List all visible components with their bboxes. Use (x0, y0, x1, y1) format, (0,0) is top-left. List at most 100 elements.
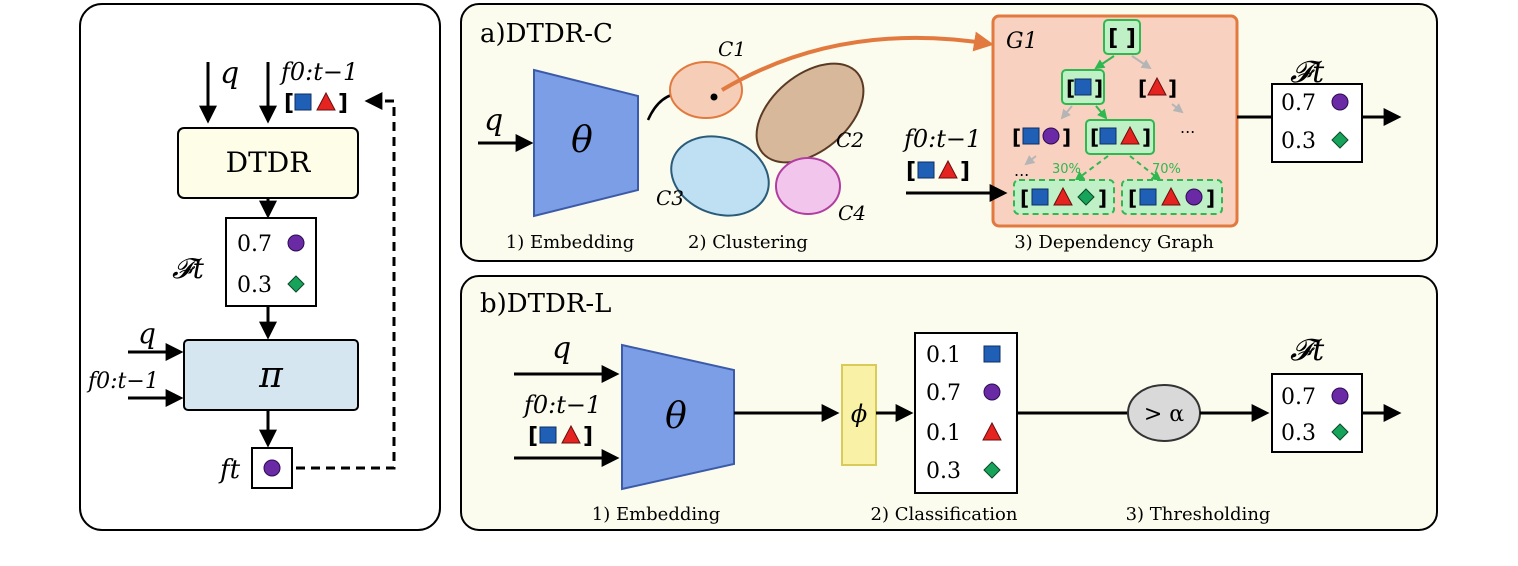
edge-70 (1129, 155, 1162, 182)
graph-label: G1 (1006, 29, 1038, 54)
left-f-history-icons: [ ] (284, 91, 348, 116)
cluster-c4 (775, 157, 841, 215)
cluster-c2 (755, 62, 865, 164)
circle-icon (1331, 93, 1349, 111)
left-q-label: q (220, 56, 239, 91)
circle-icon (287, 234, 305, 252)
graph-node-bracket: [ (1128, 186, 1137, 210)
circle-icon (1042, 127, 1060, 145)
phi-box (841, 364, 877, 466)
graph-node-bracket: ] (1206, 186, 1215, 210)
panel-a-encoder (533, 68, 639, 218)
cluster-c2-label: C2 (836, 128, 864, 152)
panel-b-prob-2: 0.3 (1281, 421, 1316, 446)
left-prob-2: 0.3 (237, 273, 272, 298)
svg-text:[: [ (1012, 125, 1021, 149)
panel-b-encoder (621, 343, 735, 491)
graph-node-bracket: [ (1090, 125, 1099, 149)
graph-node-bracket: [ (1020, 186, 1029, 210)
svg-text:]: ] (1168, 76, 1177, 100)
panel-b-f-history-icons: [ ] (528, 424, 593, 449)
panel-b-step-1: 1) Embedding (592, 504, 721, 525)
edge-sq-tri (1095, 105, 1108, 120)
panel-a-title: a)DTDR-C (480, 19, 613, 49)
query-point (710, 93, 718, 101)
square-icon (1022, 127, 1040, 145)
edge-30 (1074, 155, 1109, 182)
square-icon (294, 93, 312, 111)
panel-a-theta: θ (571, 120, 593, 161)
left-f-history-label: f0:t−1 (279, 58, 358, 86)
circle-icon (1331, 387, 1349, 405)
policy-box (183, 339, 359, 411)
left-prob-1: 0.7 (237, 232, 272, 257)
panel-a-step-3: 3) Dependency Graph (1014, 232, 1214, 253)
class-prob-1: 0.1 (926, 343, 961, 368)
svg-text:]: ] (583, 424, 593, 449)
phi-label: ϕ (851, 400, 867, 428)
panel-a-f-history-icons: [ ] (906, 159, 970, 184)
panel-b-prob-1: 0.7 (1281, 385, 1316, 410)
cluster-c4-label: C4 (838, 201, 866, 225)
panel-b-title: b)DTDR-L (480, 289, 611, 319)
panel-b-ft-box (1271, 373, 1363, 453)
cluster-c1-label: C1 (718, 37, 746, 61)
threshold-label: > α (1144, 402, 1184, 427)
left-f-history2-label: f0:t−1 (86, 369, 159, 394)
edge-circ-more (1024, 155, 1037, 166)
left-q2-label: q (138, 317, 156, 350)
graph-node-triangle: [ ] (1138, 76, 1177, 100)
panel-b-step-2: 2) Classification (871, 504, 1018, 525)
dtdr-label: DTDR (226, 146, 312, 179)
circle-icon (263, 459, 281, 477)
square-icon (1074, 78, 1092, 96)
graph-node-square-circle: [ ] (1012, 125, 1071, 149)
panel-a-prob-2: 0.3 (1281, 129, 1316, 154)
left-action-box (251, 447, 293, 489)
panel-b-theta: θ (665, 396, 687, 437)
svg-text:[: [ (1138, 76, 1147, 100)
cluster-c3-label: C3 (656, 186, 684, 210)
svg-text:]: ] (960, 159, 970, 184)
edge-triangle (1171, 103, 1184, 114)
left-ft-box (225, 217, 317, 307)
edge-root-right (1131, 55, 1152, 70)
graph-node-bracket: ] (1142, 125, 1151, 149)
panel-b-Ft-label: 𝓕t (1290, 333, 1325, 368)
circle-icon (1185, 188, 1203, 206)
graph-root-label: [ ] (1108, 26, 1136, 51)
square-icon (1099, 127, 1117, 145)
cluster-to-graph-arrow (720, 31, 994, 92)
svg-text:]: ] (1062, 125, 1071, 149)
panel-b-q-label: q (552, 331, 571, 366)
circle-icon (983, 383, 1001, 401)
svg-text:[: [ (906, 159, 916, 184)
square-icon (1031, 188, 1049, 206)
svg-text:[: [ (284, 91, 294, 116)
left-ft-label: ft (218, 455, 241, 485)
graph-ellipsis-right: ... (1180, 118, 1195, 137)
graph-node-square-bracket: ] (1094, 76, 1103, 100)
panel-a-step-1: 1) Embedding (506, 232, 635, 253)
panel-a-q-label: q (484, 103, 503, 138)
panel-b-step-3: 3) Thresholding (1126, 504, 1271, 525)
square-icon (1139, 188, 1157, 206)
panel-a-prob-1: 0.7 (1281, 91, 1316, 116)
svg-text:[: [ (528, 424, 538, 449)
edge-sq-circ (1060, 105, 1073, 120)
square-icon (917, 161, 935, 179)
panel-a-step-2: 2) Clustering (688, 232, 808, 253)
graph-root-node (1103, 19, 1141, 55)
svg-text:]: ] (338, 91, 348, 116)
graph-ellipsis-left: ... (1014, 161, 1029, 180)
feedback-arrow (296, 92, 396, 470)
class-prob-3: 0.1 (926, 421, 961, 446)
graph-node-bracket: ] (1098, 186, 1107, 210)
left-Ft-label: 𝓕t (172, 252, 205, 285)
policy-label: π (258, 355, 284, 396)
panel-b-f-history-label: f0:t−1 (522, 391, 601, 419)
edge-30-label: 30% (1052, 162, 1081, 177)
graph-node-square-bracket: [ (1066, 76, 1075, 100)
edge-root-left (1094, 55, 1115, 70)
